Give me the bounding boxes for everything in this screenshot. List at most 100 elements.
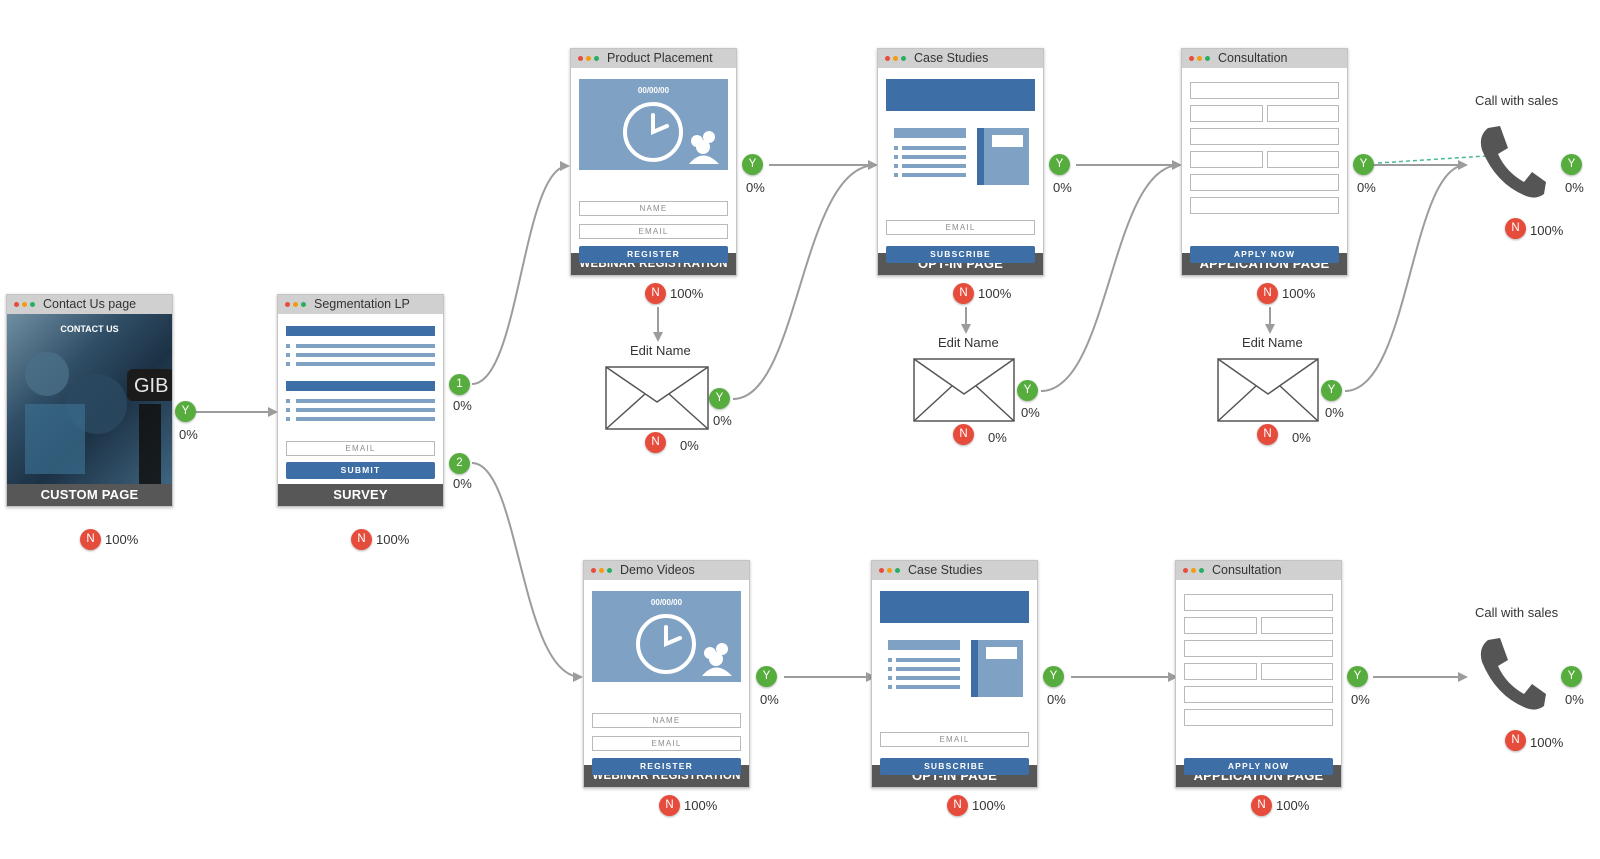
no-percent: 100%: [105, 532, 139, 547]
application-form-icon: [1184, 594, 1333, 726]
option-2-percent: 0%: [453, 476, 472, 491]
yes-percent: 0%: [1351, 692, 1370, 707]
card-title: Consultation: [1218, 51, 1288, 65]
yes-node[interactable]: Y: [175, 401, 196, 422]
no-percent: 100%: [670, 286, 704, 301]
window-dots-icon: [879, 568, 905, 574]
card-title: Case Studies: [914, 51, 989, 65]
yes-node[interactable]: Y: [1321, 380, 1342, 401]
yes-node[interactable]: Y: [1561, 154, 1582, 175]
clock-audience-icon: [623, 102, 719, 164]
segmentation-lp-card[interactable]: Segmentation LP EMAIL SUBMIT SURVEY: [277, 294, 444, 507]
no-percent: 0%: [1292, 430, 1311, 445]
connector: [1344, 160, 1468, 392]
yes-percent: 0%: [746, 180, 765, 195]
contact-photo: GIB CONTACT US: [7, 314, 172, 484]
register-button[interactable]: REGISTER: [592, 758, 741, 775]
no-node[interactable]: N: [351, 529, 372, 550]
submit-button[interactable]: SUBMIT: [286, 462, 435, 479]
no-percent: 100%: [972, 798, 1006, 813]
no-percent: 100%: [1530, 735, 1564, 750]
no-node[interactable]: N: [645, 432, 666, 453]
yes-percent: 0%: [1357, 180, 1376, 195]
contact-us-page-card[interactable]: Contact Us page GIB CONTACT US CUSTOM PA…: [6, 294, 173, 507]
window-dots-icon: [885, 56, 911, 62]
edit-name-label: Edit Name: [938, 335, 999, 350]
no-node[interactable]: N: [953, 424, 974, 445]
email-field[interactable]: EMAIL: [592, 736, 741, 751]
name-field[interactable]: NAME: [592, 713, 741, 728]
no-node[interactable]: N: [659, 795, 680, 816]
yes-node[interactable]: Y: [1353, 154, 1374, 175]
no-percent: 0%: [988, 430, 1007, 445]
yes-node[interactable]: Y: [1561, 666, 1582, 687]
yes-node[interactable]: Y: [1049, 154, 1070, 175]
card-title: Contact Us page: [43, 297, 137, 311]
option-1-node[interactable]: 1: [449, 374, 470, 395]
edit-name-label: Edit Name: [630, 343, 691, 358]
yes-percent: 0%: [1565, 180, 1584, 195]
phone-icon: [1480, 638, 1546, 710]
card-header: Case Studies: [878, 49, 1043, 68]
connector: [471, 161, 570, 385]
no-percent: 100%: [1276, 798, 1310, 813]
subscribe-button[interactable]: SUBSCRIBE: [886, 246, 1035, 263]
email-field[interactable]: EMAIL: [880, 732, 1029, 747]
demo-videos-card[interactable]: Demo Videos 00/00/00 NAME EMAIL REGISTER…: [583, 560, 750, 788]
card-footer: CUSTOM PAGE: [7, 484, 172, 506]
webinar-hero: 00/00/00: [579, 79, 728, 170]
case-studies-card[interactable]: Case Studies EMAIL SUBSCRIBE OPT-IN PAGE: [871, 560, 1038, 788]
window-dots-icon: [1189, 56, 1215, 62]
yes-node[interactable]: Y: [742, 154, 763, 175]
yes-percent: 0%: [1047, 692, 1066, 707]
consultation-card[interactable]: Consultation APPLY NOW APPLICATION PAGE: [1181, 48, 1348, 276]
no-node[interactable]: N: [1505, 730, 1526, 751]
option-2-node[interactable]: 2: [449, 453, 470, 474]
email-field[interactable]: EMAIL: [579, 224, 728, 239]
card-title: Product Placement: [607, 51, 713, 65]
no-node[interactable]: N: [645, 283, 666, 304]
yes-node[interactable]: Y: [1017, 380, 1038, 401]
email-field[interactable]: EMAIL: [286, 441, 435, 456]
card-header: Consultation: [1182, 49, 1347, 68]
card-title: Segmentation LP: [314, 297, 410, 311]
card-body: EMAIL SUBSCRIBE: [878, 68, 1043, 263]
no-node[interactable]: N: [1257, 283, 1278, 304]
call-with-sales-label: Call with sales: [1475, 93, 1559, 108]
card-body: EMAIL SUBSCRIBE: [872, 580, 1037, 775]
card-header: Demo Videos: [584, 561, 749, 580]
no-percent: 100%: [1530, 223, 1564, 238]
product-placement-card[interactable]: Product Placement 00/00/00 NAME EMAIL RE…: [570, 48, 737, 276]
yes-node[interactable]: Y: [709, 388, 730, 409]
yes-node[interactable]: Y: [1043, 666, 1064, 687]
no-node[interactable]: N: [947, 795, 968, 816]
no-node[interactable]: N: [953, 283, 974, 304]
connector: [1040, 164, 1181, 392]
no-node[interactable]: N: [80, 529, 101, 550]
card-title: Case Studies: [908, 563, 983, 577]
email-field[interactable]: EMAIL: [886, 220, 1035, 235]
apply-now-button[interactable]: APPLY NOW: [1184, 758, 1333, 775]
article-layout-icon: [880, 591, 1029, 697]
yes-percent: 0%: [1053, 180, 1072, 195]
application-form-icon: [1190, 82, 1339, 214]
no-node[interactable]: N: [1257, 424, 1278, 445]
case-studies-card[interactable]: Case Studies EMAIL SUBSCRIBE OPT-IN PAGE: [877, 48, 1044, 276]
subscribe-button[interactable]: SUBSCRIBE: [880, 758, 1029, 775]
apply-now-button[interactable]: APPLY NOW: [1190, 246, 1339, 263]
yes-percent: 0%: [760, 692, 779, 707]
yes-node[interactable]: Y: [756, 666, 777, 687]
register-button[interactable]: REGISTER: [579, 246, 728, 263]
consultation-card[interactable]: Consultation APPLY NOW APPLICATION PAGE: [1175, 560, 1342, 788]
no-node[interactable]: N: [1251, 795, 1272, 816]
connector: [732, 164, 877, 400]
card-header: Consultation: [1176, 561, 1341, 580]
window-dots-icon: [1183, 568, 1209, 574]
card-title: Demo Videos: [620, 563, 695, 577]
yes-percent: 0%: [1565, 692, 1584, 707]
card-body: 00/00/00 NAME EMAIL REGISTER: [584, 580, 749, 775]
yes-node[interactable]: Y: [1347, 666, 1368, 687]
name-field[interactable]: NAME: [579, 201, 728, 216]
no-node[interactable]: N: [1505, 218, 1526, 239]
